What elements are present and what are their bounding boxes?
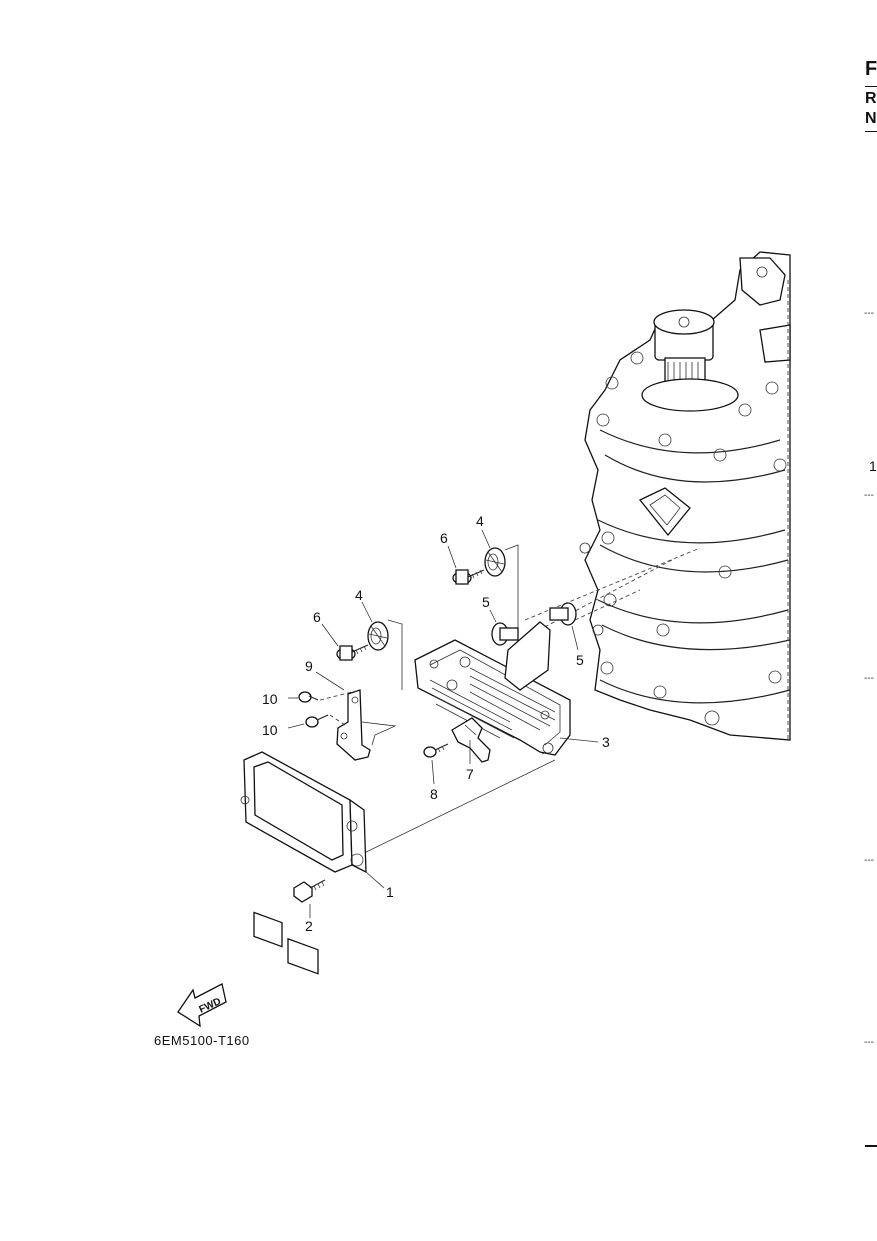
- fwd-arrow-icon: FWD: [177, 983, 227, 1028]
- clip-part-7: [451, 717, 491, 763]
- callout-6-lower: 6: [313, 609, 321, 625]
- edge-letter-n: N: [865, 110, 877, 127]
- figure-code: 6EM5100-T160: [154, 1033, 250, 1048]
- bolt-washer-upper: [452, 569, 485, 585]
- callout-5-left: 5: [482, 594, 490, 610]
- callout-5-right: 5: [576, 652, 584, 668]
- edge-letter-r: R: [865, 90, 877, 107]
- callout-7: 7: [466, 766, 474, 782]
- grommet-upper: [484, 547, 506, 577]
- callout-9: 9: [305, 658, 313, 674]
- bolt-part-2: [293, 879, 326, 903]
- edge-tick-1: ---: [864, 308, 874, 319]
- leader-lines: [287, 529, 599, 918]
- edge-rule-bottom: [865, 1145, 877, 1147]
- edge-tick-5: ---: [864, 1037, 874, 1048]
- callout-2: 2: [305, 918, 313, 934]
- edge-page-digit: 1: [869, 458, 877, 474]
- edge-tick-2: ---: [864, 490, 874, 501]
- engine-block: [579, 251, 791, 741]
- bolt-washer-lower: [336, 644, 369, 661]
- callout-3: 3: [602, 734, 610, 750]
- callout-10-upper: 10: [262, 691, 278, 707]
- mounting-plate: [414, 621, 571, 756]
- callout-1: 1: [386, 884, 394, 900]
- edge-tick-3: ---: [864, 673, 874, 684]
- callout-8: 8: [430, 786, 438, 802]
- edge-letter-f: F: [865, 58, 877, 80]
- screw-part-10-lower: [305, 714, 329, 728]
- callout-10-lower: 10: [262, 722, 278, 738]
- grommet-lower: [367, 621, 389, 651]
- callout-numbers: 1 2 3 4 4 5 5 6 6 7 8 9 10 10: [262, 513, 610, 934]
- screw-part-8: [423, 743, 449, 758]
- callout-6-upper: 6: [440, 530, 448, 546]
- ecu-unit: [240, 751, 367, 975]
- collar-left: [491, 622, 519, 646]
- collar-right: [549, 602, 577, 626]
- bracket-part-9: [336, 689, 397, 761]
- callout-4-lower: 4: [355, 587, 363, 603]
- edge-rule-1: [865, 86, 877, 87]
- edge-tick-4: ---: [864, 855, 874, 866]
- screw-part-10-upper: [298, 691, 319, 703]
- edge-rule-2: [865, 131, 877, 132]
- callout-4-upper: 4: [476, 513, 484, 529]
